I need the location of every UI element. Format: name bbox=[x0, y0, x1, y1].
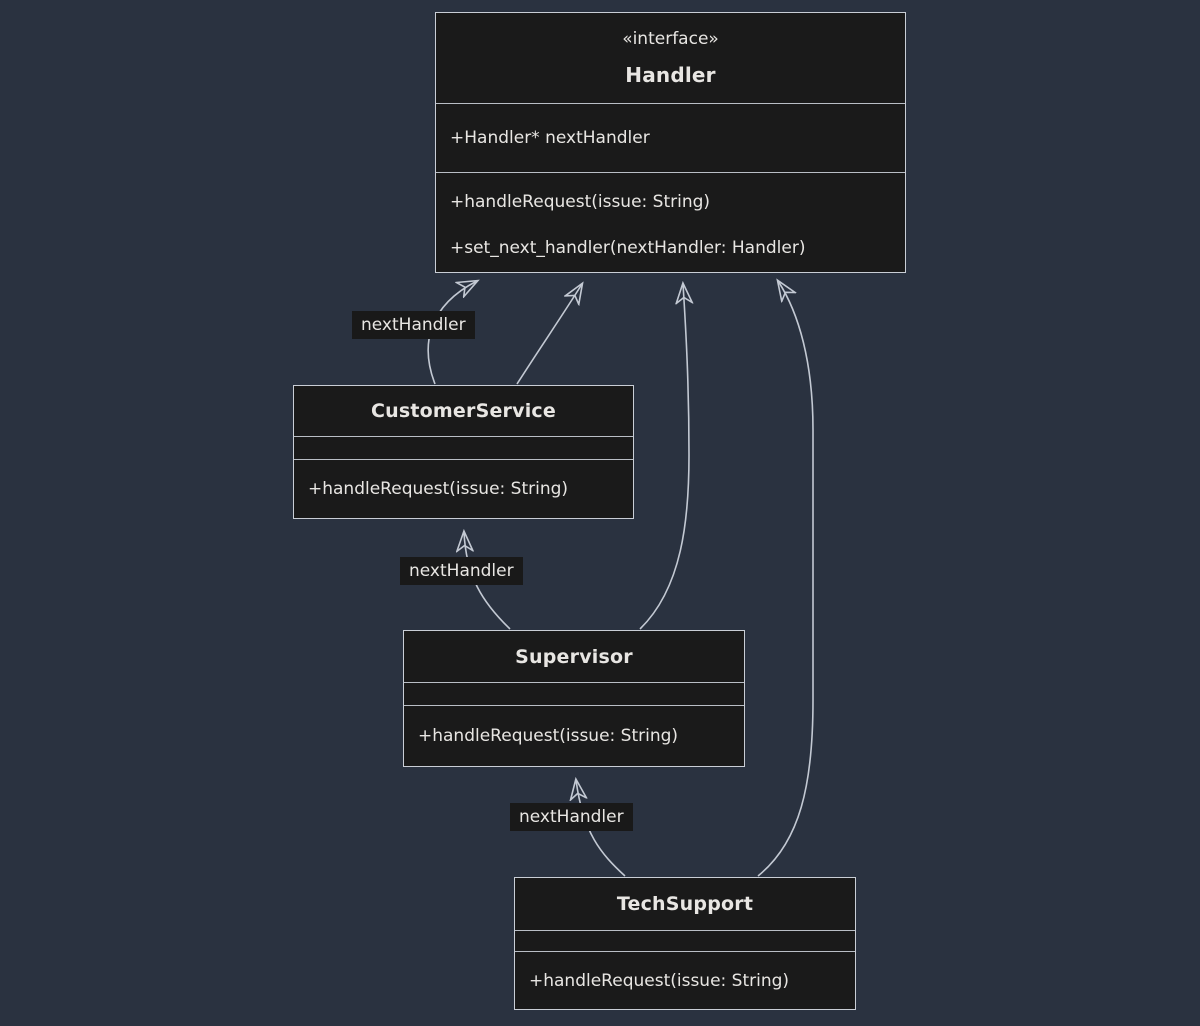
edge-label-nexthandler-techsupport: nextHandler bbox=[510, 803, 633, 831]
edge-customerservice-to-handler bbox=[516, 284, 582, 385]
edge-techsupport-to-supervisor-nexthandler bbox=[576, 780, 626, 877]
class-handler-attributes: +Handler* nextHandler bbox=[436, 104, 905, 173]
class-customerservice: CustomerService +handleRequest(issue: St… bbox=[293, 385, 634, 519]
method: +set_next_handler(nextHandler: Handler) bbox=[450, 238, 806, 258]
class-handler: «interface» Handler +Handler* nextHandle… bbox=[435, 12, 906, 273]
edge-supervisor-to-customerservice-nexthandler bbox=[464, 532, 511, 630]
class-techsupport-methods: +handleRequest(issue: String) bbox=[515, 952, 855, 1009]
class-techsupport-attributes bbox=[515, 931, 855, 952]
edge-label-nexthandler-supervisor: nextHandler bbox=[400, 557, 523, 585]
method: +handleRequest(issue: String) bbox=[418, 726, 679, 746]
class-techsupport-header: TechSupport bbox=[515, 878, 855, 931]
class-customerservice-header: CustomerService bbox=[294, 386, 633, 437]
class-customerservice-attributes bbox=[294, 437, 633, 460]
method: +handleRequest(issue: String) bbox=[308, 479, 569, 499]
class-customerservice-name: CustomerService bbox=[371, 400, 556, 422]
class-handler-methods: +handleRequest(issue: String) +set_next_… bbox=[436, 173, 905, 272]
class-techsupport: TechSupport +handleRequest(issue: String… bbox=[514, 877, 856, 1010]
class-supervisor-methods: +handleRequest(issue: String) bbox=[404, 706, 744, 766]
edge-supervisor-to-handler bbox=[639, 284, 689, 630]
method: +handleRequest(issue: String) bbox=[529, 970, 790, 991]
class-handler-name: Handler bbox=[625, 63, 716, 87]
class-handler-header: «interface» Handler bbox=[436, 13, 905, 104]
class-handler-stereotype: «interface» bbox=[622, 29, 719, 49]
class-supervisor-header: Supervisor bbox=[404, 631, 744, 683]
class-supervisor-attributes bbox=[404, 683, 744, 706]
class-techsupport-name: TechSupport bbox=[616, 893, 754, 915]
class-customerservice-methods: +handleRequest(issue: String) bbox=[294, 460, 633, 518]
edge-label-nexthandler-customerservice: nextHandler bbox=[352, 311, 475, 339]
method: +handleRequest(issue: String) bbox=[450, 191, 711, 212]
attribute: +Handler* nextHandler bbox=[450, 128, 650, 148]
class-supervisor: Supervisor +handleRequest(issue: String) bbox=[403, 630, 745, 767]
class-supervisor-name: Supervisor bbox=[515, 645, 633, 668]
edge-techsupport-to-handler bbox=[757, 281, 814, 877]
